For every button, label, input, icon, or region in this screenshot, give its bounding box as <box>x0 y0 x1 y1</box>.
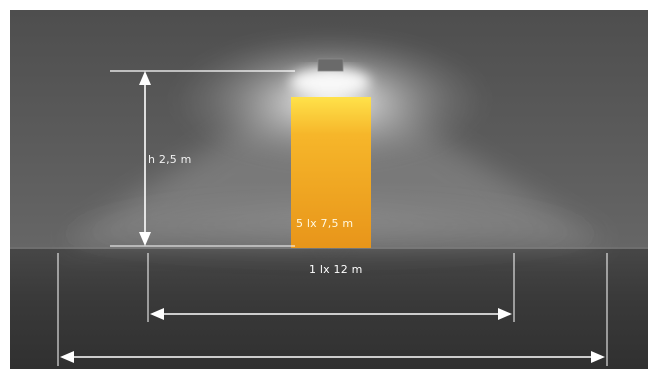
height-arrow-head-top <box>139 71 151 85</box>
wall-light-fixture-icon <box>317 58 344 72</box>
zone-5lx-label: 5 lx 7,5 m <box>296 217 354 230</box>
dimension-inner <box>147 253 515 322</box>
inner-arrow-head-right <box>498 308 512 320</box>
light-core <box>290 68 370 96</box>
illuminance-zone-5lx <box>291 97 371 248</box>
outer-arrow-head-left <box>60 351 74 363</box>
outer-arrow-head-right <box>591 351 605 363</box>
scene-panel <box>10 10 648 369</box>
dimension-outer <box>57 253 608 366</box>
mounting-height-dimension <box>110 70 295 247</box>
zone-1lx-label: 1 lx 12 m <box>309 263 363 276</box>
inner-arrow-head-left <box>150 308 164 320</box>
height-arrow-head-bottom <box>139 232 151 246</box>
mounting-height-label: h 2,5 m <box>148 153 192 166</box>
